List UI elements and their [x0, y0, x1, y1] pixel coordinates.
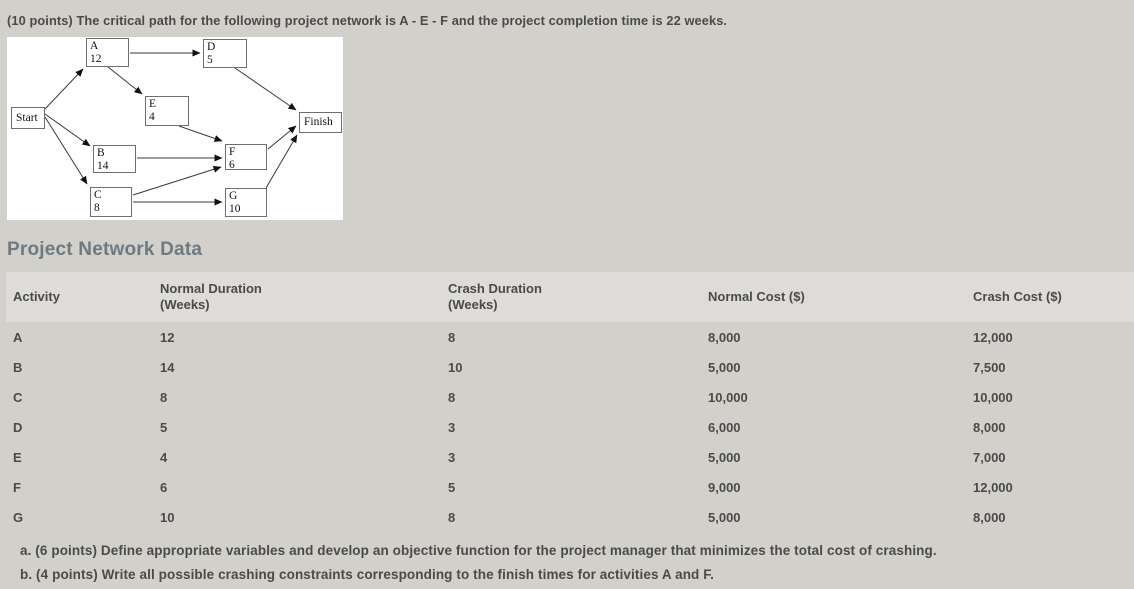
col-header-label: Crash Duration: [448, 281, 542, 296]
cell-normal-duration: 14: [160, 359, 175, 375]
cell-activity: C: [13, 389, 23, 405]
cell-activity: B: [13, 359, 23, 375]
cell-crash-duration: 8: [448, 329, 456, 345]
node-start-label: Start: [16, 111, 38, 124]
cell-normal-cost: 5,000: [708, 359, 741, 375]
table-row: B 14 10 5,000 7,500: [6, 352, 1134, 382]
table-row: D 5 3 6,000 8,000: [6, 412, 1134, 442]
node-f-label: F: [229, 146, 236, 158]
col-header-normal-cost: Normal Cost ($): [708, 289, 973, 305]
node-finish-label: Finish: [304, 116, 333, 128]
col-header-normal-duration: Normal Duration (Weeks): [160, 281, 448, 313]
edge-start-a: [44, 68, 84, 110]
edge-g-finish: [265, 134, 298, 189]
project-data-table: Activity Normal Duration (Weeks) Crash D…: [6, 272, 1134, 532]
edge-f-finish: [267, 125, 297, 150]
cell-activity: E: [13, 449, 22, 465]
col-header-label: Normal Cost ($): [708, 289, 805, 304]
table-row: G 10 8 5,000 8,000: [6, 502, 1134, 532]
node-d-label: D: [207, 41, 216, 53]
cell-normal-cost: 5,000: [708, 509, 741, 525]
table-row: F 6 5 9,000 12,000: [6, 472, 1134, 502]
cell-crash-duration: 10: [448, 359, 463, 375]
question-part-a: a. (6 points) Define appropriate variabl…: [20, 543, 937, 558]
cell-normal-cost: 6,000: [708, 419, 741, 435]
node-a-duration: 12: [90, 53, 102, 65]
cell-normal-duration: 6: [160, 479, 168, 495]
node-a: A 12: [86, 38, 129, 67]
cell-crash-cost: 10,000: [973, 389, 1013, 405]
cell-crash-cost: 8,000: [973, 509, 1006, 525]
cell-crash-cost: 7,500: [973, 359, 1006, 375]
edge-d-finish: [234, 67, 297, 111]
cell-normal-duration: 5: [160, 419, 168, 435]
question-parts: a. (6 points) Define appropriate variabl…: [20, 539, 1134, 587]
col-header-crash-duration: Crash Duration (Weeks): [448, 281, 708, 313]
col-header-activity: Activity: [13, 289, 160, 305]
cell-activity: A: [13, 329, 23, 345]
node-f-duration: 6: [229, 159, 235, 171]
edge-e-f: [178, 125, 223, 142]
node-c-duration: 8: [94, 202, 100, 214]
cell-normal-cost: 5,000: [708, 449, 741, 465]
question-intro: (10 points) The critical path for the fo…: [7, 13, 728, 28]
cell-normal-duration: 10: [160, 509, 175, 525]
cell-crash-duration: 5: [448, 479, 456, 495]
table-row: A 12 8 8,000 12,000: [6, 322, 1134, 352]
node-d: D 5: [203, 39, 247, 68]
cell-crash-cost: 12,000: [973, 329, 1013, 345]
node-c-label: C: [94, 189, 102, 201]
cell-activity: G: [13, 509, 24, 525]
node-start: Start: [11, 107, 45, 129]
node-g-label: G: [229, 190, 238, 202]
edge-a-e: [107, 66, 143, 95]
node-b-label: B: [97, 147, 105, 159]
node-g: G 10: [225, 188, 267, 217]
node-finish: Finish: [299, 112, 342, 133]
edge-start-b: [44, 113, 91, 147]
node-c: C 8: [90, 187, 132, 217]
network-edges-layer: [44, 49, 298, 206]
cell-activity: F: [13, 479, 21, 495]
node-e-label: E: [149, 98, 157, 110]
project-network-diagram: Start A 12 D 5 E 4 B 14 F 6 C 8 G 10: [7, 37, 343, 220]
node-d-duration: 5: [207, 54, 213, 66]
cell-crash-cost: 12,000: [973, 479, 1013, 495]
cell-normal-cost: 8,000: [708, 329, 741, 345]
col-header-sub: (Weeks): [160, 297, 210, 312]
cell-normal-duration: 4: [160, 449, 168, 465]
node-b-duration: 14: [97, 160, 109, 172]
cell-crash-duration: 8: [448, 389, 456, 405]
table-row: C 8 8 10,000 10,000: [6, 382, 1134, 412]
section-heading: Project Network Data: [7, 239, 203, 260]
cell-crash-cost: 7,000: [973, 449, 1006, 465]
cell-normal-duration: 8: [160, 389, 168, 405]
node-g-duration: 10: [229, 203, 241, 215]
col-header-sub: (Weeks): [448, 297, 498, 312]
cell-activity: D: [13, 419, 23, 435]
cell-crash-cost: 8,000: [973, 419, 1006, 435]
node-b: B 14: [93, 145, 136, 173]
cell-normal-cost: 10,000: [708, 389, 748, 405]
node-f: F 6: [225, 144, 267, 171]
col-header-label: Activity: [13, 289, 60, 304]
cell-crash-duration: 3: [448, 419, 456, 435]
col-header-label: Crash Cost ($): [973, 289, 1062, 304]
cell-crash-duration: 8: [448, 509, 456, 525]
edge-start-c: [44, 116, 88, 185]
cell-crash-duration: 3: [448, 449, 456, 465]
question-part-b: b. (4 points) Write all possible crashin…: [20, 567, 714, 582]
node-e: E 4: [145, 96, 189, 126]
edge-c-f: [132, 165, 222, 196]
node-e-duration: 4: [149, 111, 155, 123]
cell-normal-duration: 12: [160, 329, 175, 345]
table-header-row: Activity Normal Duration (Weeks) Crash D…: [6, 272, 1134, 322]
col-header-crash-cost: Crash Cost ($): [973, 289, 1134, 305]
cell-normal-cost: 9,000: [708, 479, 741, 495]
col-header-label: Normal Duration: [160, 281, 262, 296]
table-row: E 4 3 5,000 7,000: [6, 442, 1134, 472]
node-a-label: A: [90, 40, 99, 52]
